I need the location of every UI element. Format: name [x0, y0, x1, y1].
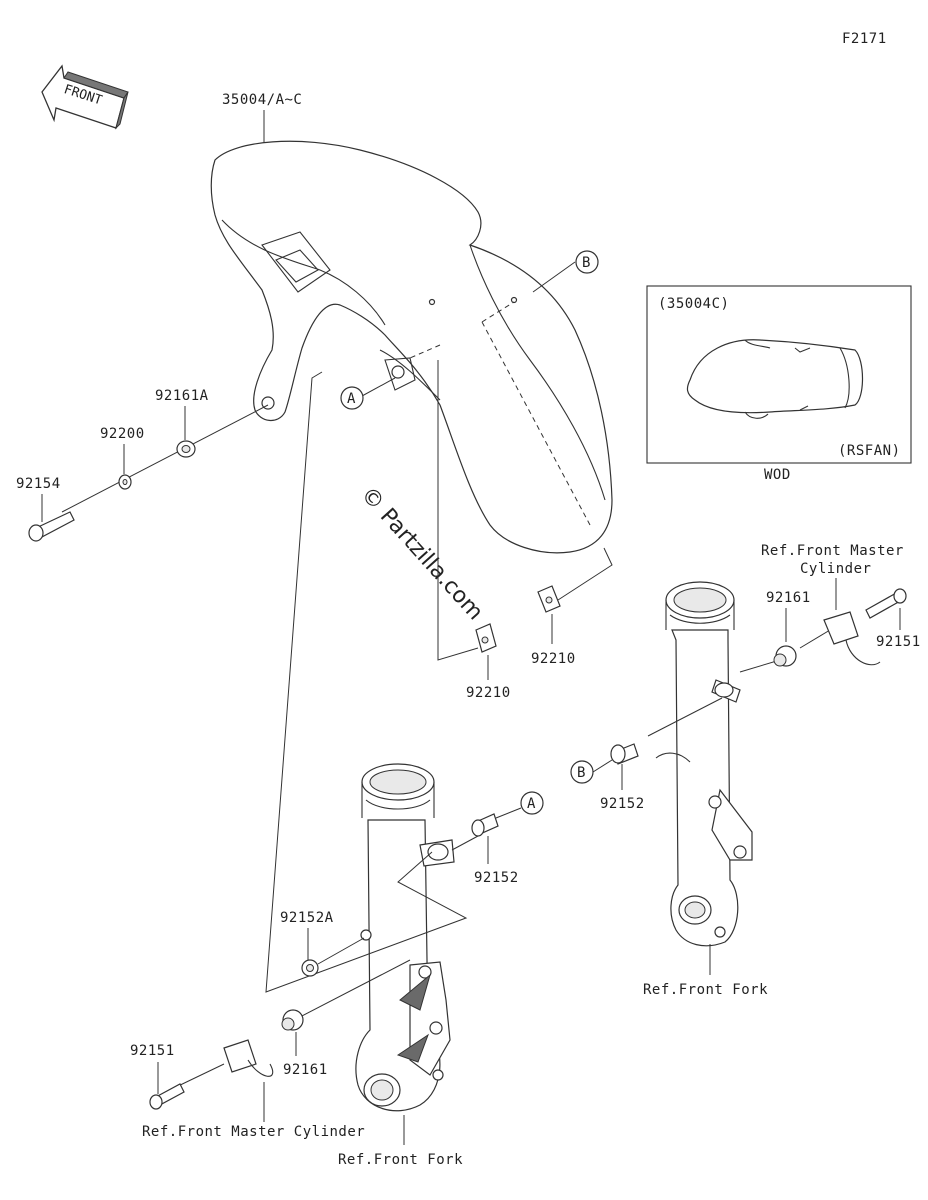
- callout-a-fork: [520, 791, 544, 815]
- front-arrow-icon: FRONT: [41, 64, 129, 130]
- label-ref-master-cyl-right-1: Ref.Front Master: [761, 543, 904, 559]
- label-92151-right: 92151: [876, 634, 921, 650]
- watermark: © Partzilla.com: [356, 482, 488, 625]
- label-ref-fork-right: Ref.Front Fork: [643, 982, 768, 998]
- front-fork-right: [655, 581, 753, 947]
- label-92154: 92154: [16, 476, 61, 492]
- bolt-92151-right: [865, 588, 907, 619]
- nut-92210-lower: [475, 623, 497, 653]
- bolt-92152-b: [610, 743, 639, 765]
- callout-b-fender-text: B: [582, 255, 591, 271]
- bolt-92151-left: [149, 1083, 185, 1110]
- label-92152A: 92152A: [280, 910, 334, 926]
- label-ref-fork-left: Ref.Front Fork: [338, 1152, 463, 1168]
- inset-35004C: (35004C) (RSFAN): [646, 285, 912, 464]
- front-fork-left: [355, 763, 455, 1112]
- callout-a-fender-text: A: [347, 391, 356, 407]
- figure-code: F2171: [842, 31, 887, 47]
- collar-92161-right: [773, 645, 797, 667]
- callout-a-fork-text: A: [527, 796, 536, 812]
- label-92210-upper: 92210: [531, 651, 576, 667]
- nut-92210-upper: [537, 585, 561, 613]
- inset-caption: WOD: [764, 467, 791, 483]
- washer-92200: [118, 474, 132, 490]
- collar-92161A: [176, 440, 196, 458]
- label-92161-left: 92161: [283, 1062, 328, 1078]
- label-92151-left: 92151: [130, 1043, 175, 1059]
- label-fender: 35004/A~C: [222, 92, 302, 108]
- collar-92161-left: [281, 1009, 304, 1031]
- label-ref-master-cyl-right-2: Cylinder: [800, 561, 871, 577]
- label-92152-b: 92152: [600, 796, 645, 812]
- callout-a-fender: [340, 386, 364, 410]
- label-92161-right: 92161: [766, 590, 811, 606]
- label-92210-lower: 92210: [466, 685, 511, 701]
- front-fender: [210, 140, 613, 554]
- inset-option: (RSFAN): [838, 443, 901, 459]
- inset-variant: (35004C): [658, 296, 729, 312]
- label-92152-a: 92152: [474, 870, 519, 886]
- master-cylinder-bracket-right: [823, 611, 881, 666]
- callout-b-fork-text: B: [577, 765, 586, 781]
- collar-92152A: [301, 959, 319, 977]
- callout-b-fender: [575, 250, 599, 274]
- label-92161A: 92161A: [155, 388, 209, 404]
- label-92200: 92200: [100, 426, 145, 442]
- bolt-92152-a: [471, 813, 499, 837]
- master-cylinder-bracket-left: [223, 1039, 274, 1077]
- bolt-92154: [28, 511, 75, 542]
- label-ref-master-cyl-left: Ref.Front Master Cylinder: [142, 1124, 365, 1140]
